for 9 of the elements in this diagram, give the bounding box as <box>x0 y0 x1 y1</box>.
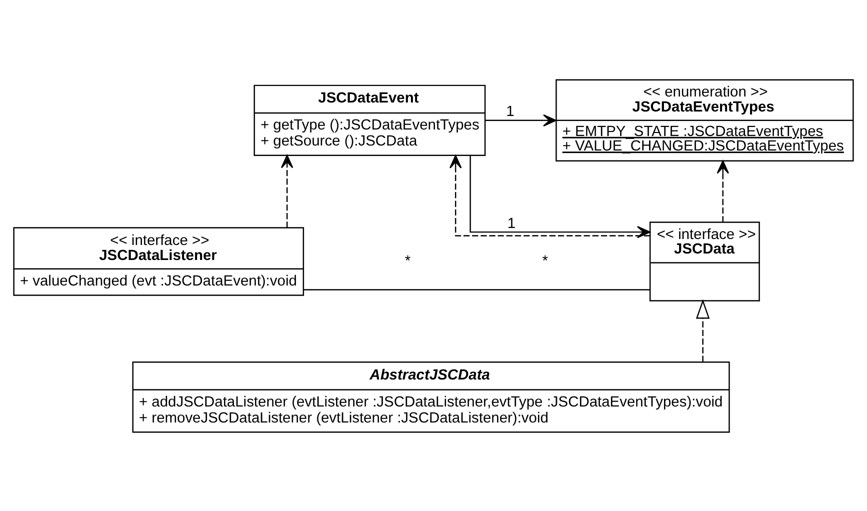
edge-label: 1 <box>506 104 514 120</box>
arrow <box>485 114 556 126</box>
label: * <box>542 252 548 269</box>
edge-label: 1 <box>507 215 516 232</box>
label: * <box>404 252 411 269</box>
arrow <box>716 160 730 222</box>
arrow <box>696 298 710 362</box>
arrow <box>280 154 294 228</box>
connector <box>304 288 650 290</box>
